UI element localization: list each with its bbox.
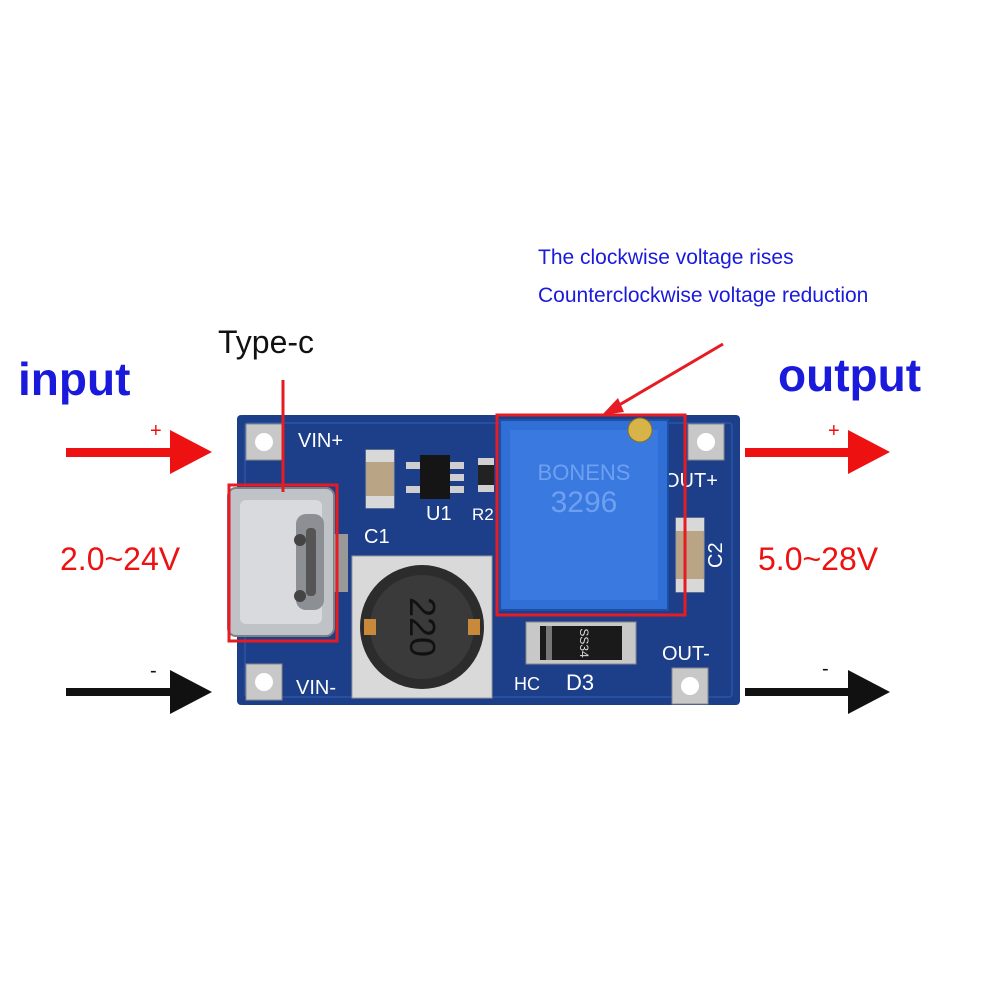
inductor-value: 220 <box>402 597 443 657</box>
silk-vin-plus: VIN+ <box>298 430 343 452</box>
silk-out-plus: OUT+ <box>664 470 718 492</box>
chip-u1 <box>406 455 464 499</box>
type-c-connector <box>227 487 348 637</box>
pad-vin-minus <box>245 663 283 701</box>
input-label: input <box>18 353 131 405</box>
silk-d3: D3 <box>566 670 594 695</box>
input-minus-sign: - <box>150 660 157 682</box>
potentiometer-highlight-box <box>495 413 687 617</box>
silk-u1: U1 <box>426 503 452 525</box>
pot-model: 3296 <box>551 486 618 519</box>
potentiometer-pointer-head <box>602 398 624 415</box>
silk-c2: C2 <box>705 542 727 568</box>
input-plus-sign: + <box>150 420 162 442</box>
output-label: output <box>778 349 922 401</box>
inductor: 220 <box>351 555 493 699</box>
pad-out-minus <box>671 667 709 705</box>
output-minus-sign: - <box>822 658 829 680</box>
silk-vin-minus: VIN- <box>296 677 336 699</box>
input-positive-arrow <box>66 430 212 474</box>
clockwise-note: The clockwise voltage rises <box>538 246 794 269</box>
pad-out-plus <box>687 423 725 461</box>
input-negative-arrow <box>66 670 212 714</box>
pot-brand: BONENS <box>538 460 631 485</box>
silk-out-minus: OUT- <box>662 643 710 665</box>
potentiometer-pointer-line <box>613 342 724 410</box>
counterclockwise-note: Counterclockwise voltage reduction <box>538 284 869 307</box>
input-voltage-range: 2.0~24V <box>60 541 181 577</box>
output-negative-arrow <box>745 670 890 714</box>
type-c-label: Type-c <box>218 324 315 360</box>
resistor-r2 <box>478 458 494 492</box>
capacitor-c1 <box>365 449 395 509</box>
diode-d3: SS34 <box>525 621 637 665</box>
silk-r2: R2 <box>472 505 494 524</box>
capacitor-c2 <box>675 517 705 593</box>
diode-marking: SS34 <box>577 628 591 658</box>
output-voltage-range: 5.0~28V <box>758 541 879 577</box>
potentiometer: BONENS 3296 <box>499 417 669 611</box>
silk-c1: C1 <box>364 526 390 548</box>
silk-hc: HC <box>514 674 540 694</box>
output-plus-sign: + <box>828 420 840 442</box>
pad-vin-plus <box>245 423 283 461</box>
output-positive-arrow <box>745 430 890 474</box>
